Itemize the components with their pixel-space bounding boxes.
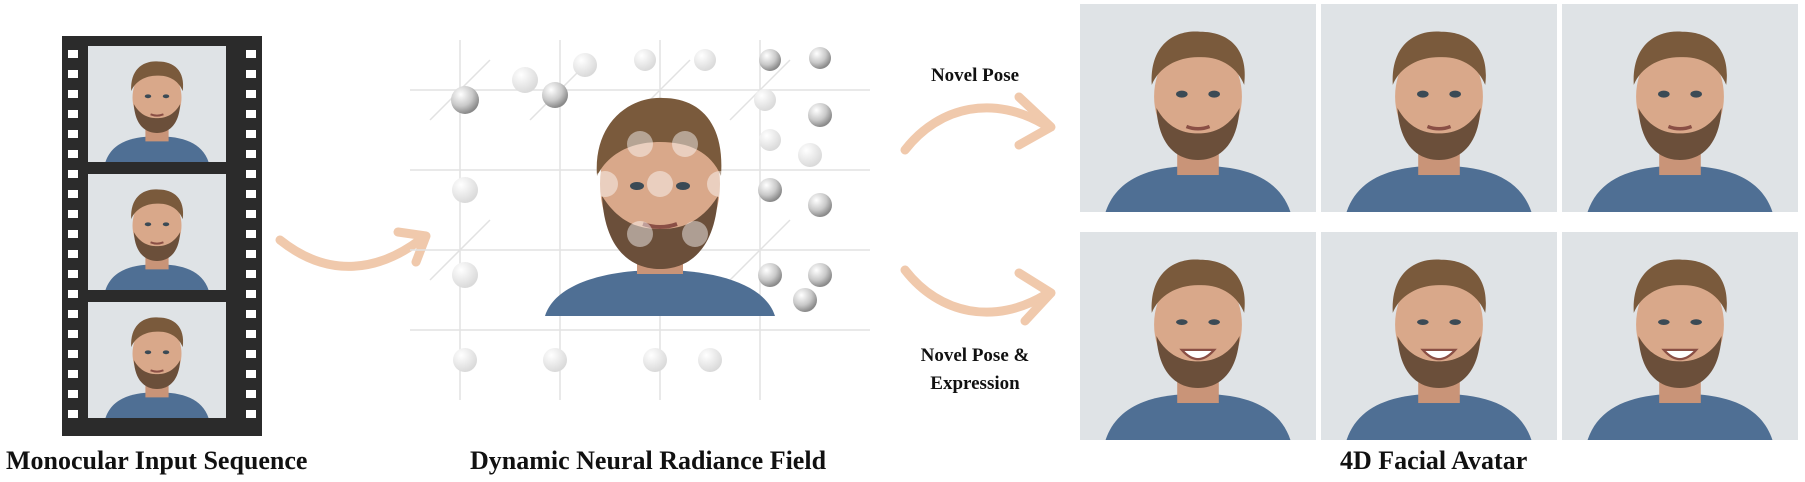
nerf-face-render (545, 84, 775, 316)
input-frame-1 (88, 46, 226, 162)
avatar-expression-1 (1080, 232, 1316, 440)
caption-nerf: Dynamic Neural Radiance Field (470, 446, 827, 475)
caption-input: Monocular Input Sequence (6, 446, 308, 475)
avatar-pose-1 (1080, 4, 1316, 212)
caption-avatar: 4D Facial Avatar (1340, 446, 1528, 475)
curved-arrow-icon (895, 85, 1065, 165)
input-frame-3 (88, 302, 226, 418)
avatar-pose-3 (1562, 4, 1798, 212)
curved-arrow-icon (895, 255, 1065, 335)
curved-arrow-icon (270, 210, 440, 280)
sphere-grid-icon (390, 20, 890, 420)
label-novel-pose: Novel Pose (930, 65, 1020, 86)
label-novel-pose-expression-line1: Novel Pose & (920, 345, 1030, 366)
label-novel-pose-expression: Novel Pose & Expression (895, 342, 1055, 398)
avatar-expression-2 (1321, 232, 1557, 440)
avatar-pose-2 (1321, 4, 1557, 212)
input-frame-2 (88, 174, 226, 290)
label-novel-pose-expression-line2: Expression (930, 373, 1020, 394)
avatar-expression-3 (1562, 232, 1798, 440)
